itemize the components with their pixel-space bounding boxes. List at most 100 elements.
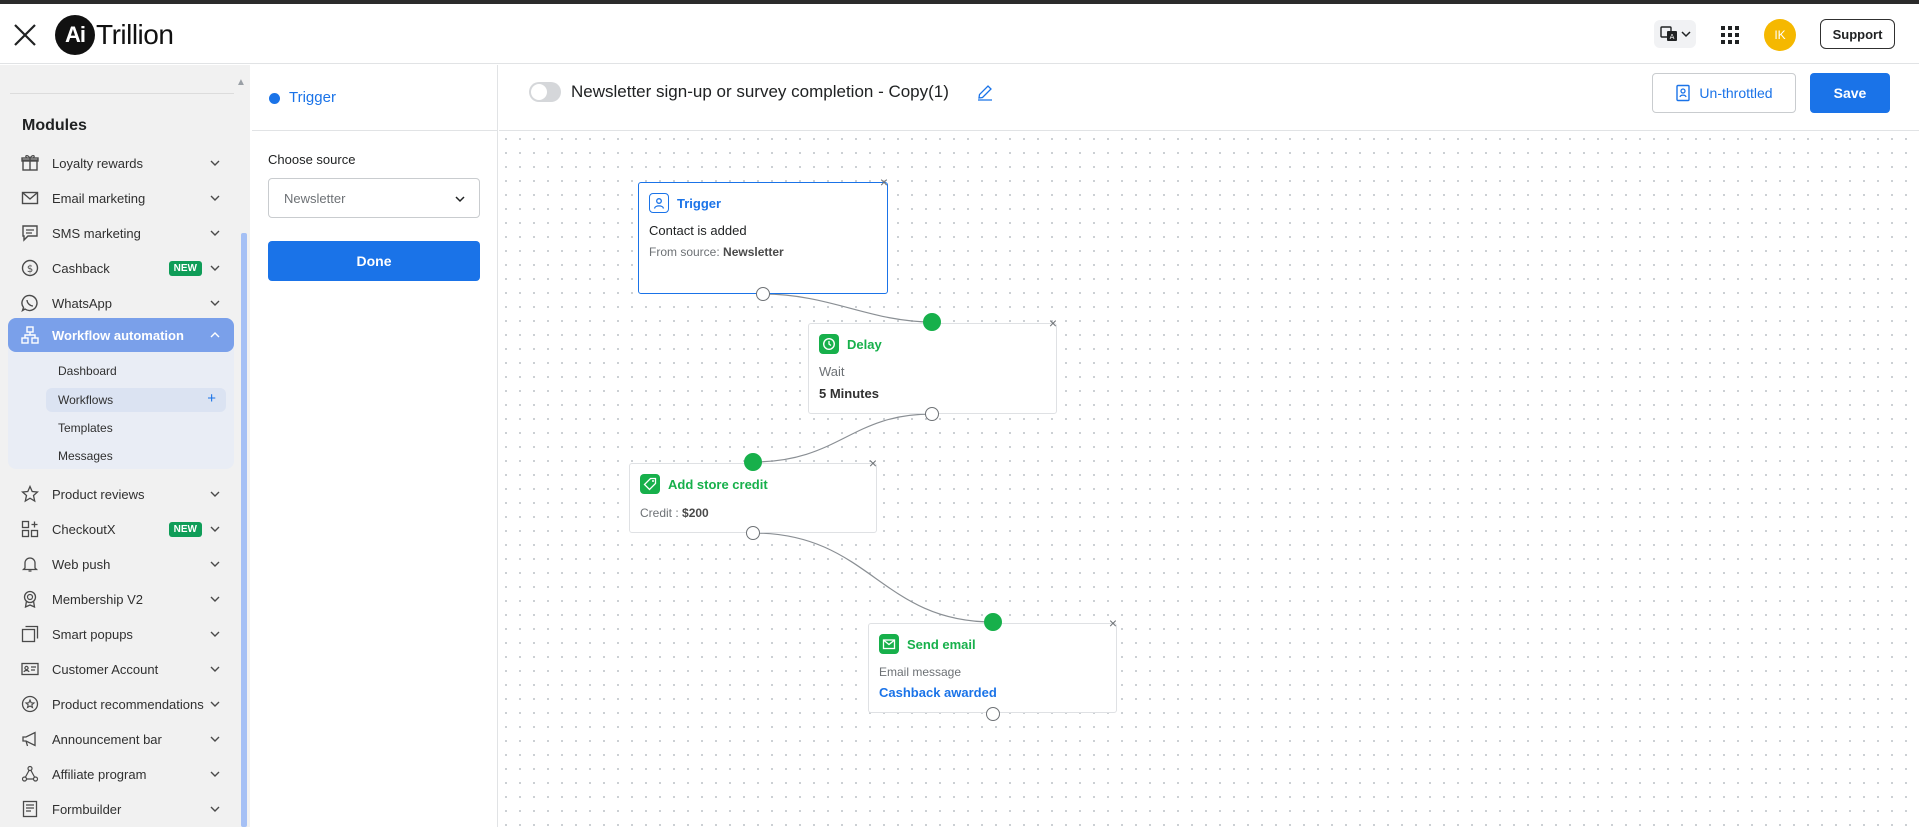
sidebar-item-label: CheckoutX bbox=[52, 521, 116, 537]
chevron-down-icon bbox=[210, 631, 220, 637]
source-prefix: From source: bbox=[649, 245, 720, 259]
remove-node-icon[interactable]: × bbox=[879, 174, 889, 190]
support-button[interactable]: Support bbox=[1820, 19, 1895, 49]
add-workflow-icon[interactable]: + bbox=[207, 390, 216, 407]
add-store-credit-node[interactable]: Add store credit × Credit : $200 bbox=[629, 456, 877, 533]
sidebar-item-label: Announcement bar bbox=[52, 731, 162, 747]
credit-amount-line: Credit : $200 bbox=[640, 506, 709, 520]
chevron-down-icon bbox=[210, 265, 220, 271]
trigger-node[interactable]: Trigger × Contact is added From source: … bbox=[638, 175, 888, 294]
sidebar-item-whatsapp[interactable]: WhatsApp bbox=[8, 287, 234, 319]
sidebar-sub-workflows[interactable]: Workflows + bbox=[46, 388, 226, 412]
send-email-node[interactable]: Send email × Email message Cashback awar… bbox=[868, 616, 1117, 713]
sidebar-item-formbuilder[interactable]: Formbuilder bbox=[8, 793, 234, 825]
checkout-grid-icon bbox=[20, 519, 40, 539]
language-switcher[interactable]: A bbox=[1654, 20, 1696, 48]
delay-output-port[interactable] bbox=[925, 407, 939, 421]
trigger-event-text: Contact is added bbox=[649, 223, 747, 238]
trigger-source-line: From source: Newsletter bbox=[649, 245, 784, 259]
sidebar-item-label: Loyalty rewards bbox=[52, 155, 144, 171]
sidebar-item-customer-account[interactable]: Customer Account bbox=[8, 653, 234, 685]
tag-icon bbox=[640, 474, 660, 494]
sidebar-item-loyalty-rewards[interactable]: Loyalty rewards bbox=[8, 147, 234, 179]
clock-icon bbox=[819, 334, 839, 354]
star-icon bbox=[20, 484, 40, 504]
logo-mark: Ai bbox=[55, 15, 95, 55]
remove-node-icon[interactable]: × bbox=[1108, 615, 1118, 631]
sidebar-item-product-recommendations[interactable]: Product recommendations bbox=[8, 688, 234, 720]
done-button[interactable]: Done bbox=[268, 241, 480, 281]
sidebar-item-workflow-automation[interactable]: Workflow automation bbox=[8, 318, 234, 352]
sidebar-sub-templates[interactable]: Templates bbox=[58, 421, 113, 435]
trigger-status-dot bbox=[269, 93, 280, 104]
sidebar-item-label: Product recommendations bbox=[52, 696, 204, 712]
close-icon[interactable] bbox=[12, 22, 38, 48]
chevron-down-icon bbox=[210, 701, 220, 707]
contact-book-icon bbox=[1676, 84, 1691, 102]
gift-icon bbox=[20, 153, 40, 173]
top-dark-strip bbox=[0, 0, 1919, 4]
sidebar-item-label: Formbuilder bbox=[52, 801, 122, 817]
credit-output-port[interactable] bbox=[746, 526, 760, 540]
user-avatar[interactable]: IK bbox=[1764, 19, 1796, 51]
choose-source-label: Choose source bbox=[268, 152, 356, 167]
email-message-link[interactable]: Cashback awarded bbox=[879, 685, 997, 700]
sidebar-item-label: Membership V2 bbox=[52, 591, 144, 607]
affiliate-icon bbox=[20, 764, 40, 784]
sidebar-item-sms-marketing[interactable]: SMS marketing bbox=[8, 217, 234, 249]
chevron-down-icon bbox=[210, 526, 220, 532]
save-button[interactable]: Save bbox=[1810, 73, 1890, 113]
credit-input-port[interactable] bbox=[744, 453, 762, 471]
remove-node-icon[interactable]: × bbox=[868, 455, 878, 471]
workflow-active-toggle[interactable] bbox=[529, 82, 561, 102]
chevron-down-icon bbox=[210, 806, 220, 812]
sidebar-item-label: Smart popups bbox=[52, 626, 133, 642]
sidebar-item-web-push[interactable]: Web push bbox=[8, 548, 234, 580]
node-title: Add store credit bbox=[668, 476, 768, 492]
trigger-output-port[interactable] bbox=[756, 287, 770, 301]
sidebar-item-cashback[interactable]: $ Cashback NEW bbox=[8, 252, 234, 284]
form-icon bbox=[20, 799, 40, 819]
remove-node-icon[interactable]: × bbox=[1048, 315, 1058, 331]
email-icon bbox=[879, 634, 899, 654]
source-select[interactable]: Newsletter bbox=[268, 178, 480, 218]
sidebar-sub-dashboard[interactable]: Dashboard bbox=[58, 364, 117, 378]
bell-icon bbox=[20, 554, 40, 574]
unthrottled-button[interactable]: Un-throttled bbox=[1652, 73, 1796, 113]
workflow-icon bbox=[20, 325, 40, 345]
panel-title: Trigger bbox=[289, 89, 336, 106]
email-input-port[interactable] bbox=[984, 613, 1002, 631]
sidebar-item-affiliate-program[interactable]: Affiliate program bbox=[8, 758, 234, 790]
sidebar-item-email-marketing[interactable]: Email marketing bbox=[8, 182, 234, 214]
svg-text:A: A bbox=[1669, 33, 1674, 41]
sidebar-sub-messages[interactable]: Messages bbox=[58, 449, 113, 463]
app-logo[interactable]: Ai Trillion bbox=[55, 14, 174, 56]
sidebar-item-label: Affiliate program bbox=[52, 766, 147, 782]
scroll-up-arrow-icon[interactable]: ▲ bbox=[236, 77, 246, 88]
sidebar-item-label: SMS marketing bbox=[52, 225, 141, 241]
edit-pencil-icon[interactable] bbox=[976, 83, 994, 101]
sidebar-item-membership-v2[interactable]: Membership V2 bbox=[8, 583, 234, 615]
sidebar-item-label: Product reviews bbox=[52, 486, 145, 502]
unthrottled-label: Un-throttled bbox=[1699, 85, 1773, 101]
email-output-port[interactable] bbox=[986, 707, 1000, 721]
popup-icon bbox=[20, 624, 40, 644]
sidebar-item-label: WhatsApp bbox=[52, 295, 112, 311]
chevron-down-icon bbox=[210, 561, 220, 567]
sidebar-item-smart-popups[interactable]: Smart popups bbox=[8, 618, 234, 650]
delay-input-port[interactable] bbox=[923, 313, 941, 331]
apps-grid-icon[interactable] bbox=[1719, 24, 1741, 46]
sidebar-scrollbar[interactable] bbox=[241, 233, 247, 827]
sidebar-item-checkoutx[interactable]: CheckoutX NEW bbox=[8, 513, 234, 545]
email-message-label: Email message bbox=[879, 665, 962, 679]
chevron-down-icon bbox=[1680, 31, 1691, 38]
sidebar-item-product-reviews[interactable]: Product reviews bbox=[8, 478, 234, 510]
source-value: Newsletter bbox=[723, 245, 784, 259]
sidebar-item-announcement-bar[interactable]: Announcement bar bbox=[8, 723, 234, 755]
mail-icon bbox=[20, 188, 40, 208]
sidebar-heading: Modules bbox=[22, 117, 87, 134]
modules-sidebar: ▲ Modules Loyalty rewards Email marketin… bbox=[0, 65, 250, 827]
user-square-icon bbox=[649, 193, 669, 213]
sidebar-item-label: Cashback bbox=[52, 260, 110, 276]
delay-node[interactable]: Delay × Wait 5 Minutes bbox=[808, 316, 1057, 414]
